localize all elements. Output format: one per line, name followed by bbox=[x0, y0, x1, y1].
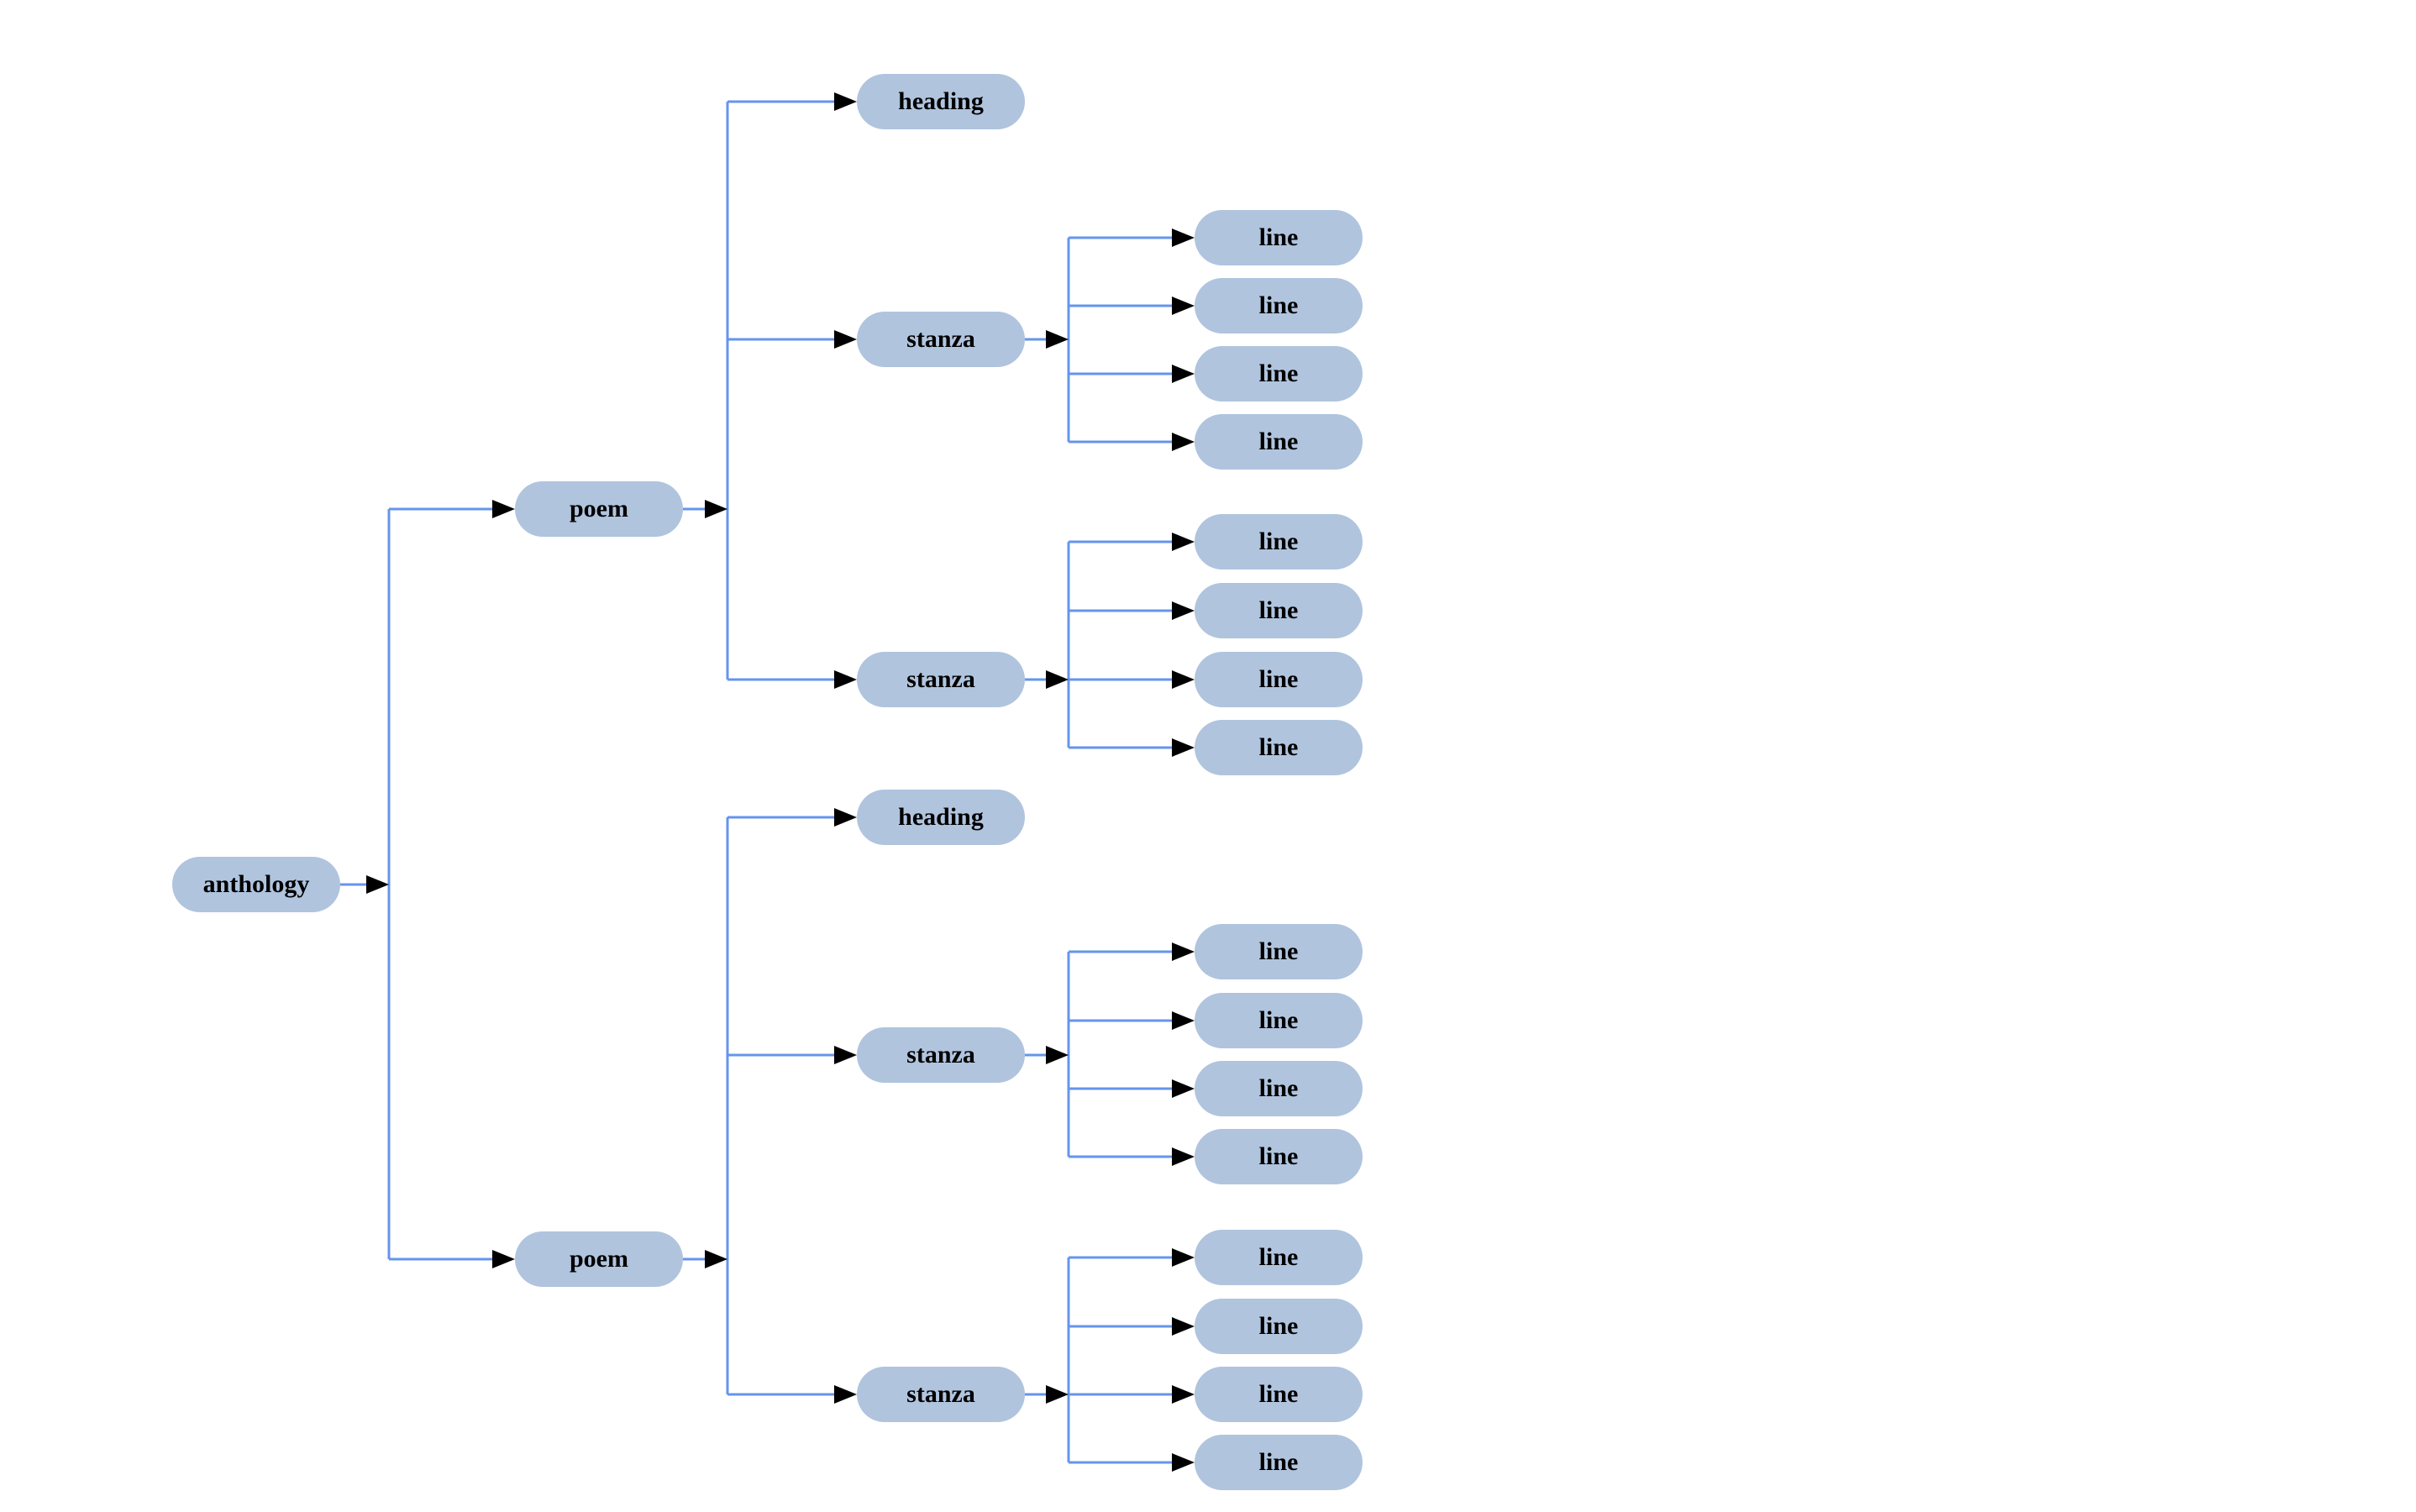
tree-node-label: line bbox=[1258, 1074, 1299, 1102]
tree-node-label: line bbox=[1258, 223, 1299, 251]
arrowhead-into-rail-stanza2 bbox=[1046, 670, 1069, 689]
arrowhead-into-rail-stanza4 bbox=[1046, 1385, 1069, 1404]
tree-node-line12: line bbox=[1195, 1129, 1363, 1184]
tree-node-label: line bbox=[1258, 291, 1299, 319]
tree-node-label: poem bbox=[570, 495, 628, 522]
tree-node-label: line bbox=[1258, 1380, 1299, 1408]
tree-node-label: line bbox=[1258, 937, 1299, 965]
tree-node-label: heading bbox=[898, 87, 984, 115]
tree-node-label: stanza bbox=[906, 1041, 975, 1068]
tree-node-label: line bbox=[1258, 1006, 1299, 1034]
tree-node-line3: line bbox=[1195, 346, 1363, 402]
tree-node-label: line bbox=[1258, 428, 1299, 455]
tree-node-label: line bbox=[1258, 665, 1299, 693]
arrowhead-into-line2 bbox=[1172, 297, 1195, 315]
arrowhead-into-line9 bbox=[1172, 942, 1195, 961]
tree-node-stanza3: stanza bbox=[857, 1027, 1025, 1083]
tree-node-label: poem bbox=[570, 1245, 628, 1273]
arrowhead-into-line6 bbox=[1172, 601, 1195, 620]
tree-node-label: line bbox=[1258, 733, 1299, 761]
arrowhead-into-stanza4 bbox=[834, 1385, 857, 1404]
arrowhead-into-line8 bbox=[1172, 738, 1195, 757]
arrowhead-into-line12 bbox=[1172, 1147, 1195, 1166]
arrowhead-into-stanza1 bbox=[834, 330, 857, 349]
tree-node-label: heading bbox=[898, 803, 984, 831]
tree-node-line13: line bbox=[1195, 1230, 1363, 1285]
tree-node-line15: line bbox=[1195, 1367, 1363, 1422]
tree-node-label: line bbox=[1258, 360, 1299, 387]
tree-node-heading1: heading bbox=[857, 74, 1025, 129]
tree-node-line1: line bbox=[1195, 210, 1363, 265]
tree-node-line5: line bbox=[1195, 514, 1363, 570]
arrowhead-into-stanza2 bbox=[834, 670, 857, 689]
arrowhead-into-rail-stanza1 bbox=[1046, 330, 1069, 349]
arrowhead-into-rail-anthology bbox=[366, 875, 389, 894]
tree-node-label: stanza bbox=[906, 325, 975, 353]
tree-node-line7: line bbox=[1195, 652, 1363, 707]
arrowhead-into-line11 bbox=[1172, 1079, 1195, 1098]
arrowhead-into-line4 bbox=[1172, 433, 1195, 451]
arrowhead-into-line5 bbox=[1172, 533, 1195, 551]
arrowhead-into-poem1 bbox=[492, 500, 515, 518]
tree-node-label: line bbox=[1258, 528, 1299, 555]
tree-node-label: line bbox=[1258, 596, 1299, 624]
tree-node-line2: line bbox=[1195, 278, 1363, 333]
tree-node-label: line bbox=[1258, 1312, 1299, 1340]
arrowhead-into-stanza3 bbox=[834, 1046, 857, 1064]
tree-node-anthology: anthology bbox=[172, 857, 340, 912]
tree-node-line10: line bbox=[1195, 993, 1363, 1048]
tree-node-line16: line bbox=[1195, 1435, 1363, 1490]
arrowhead-into-heading2 bbox=[834, 808, 857, 827]
arrowhead-into-rail-stanza3 bbox=[1046, 1046, 1069, 1064]
arrowhead-into-poem2 bbox=[492, 1250, 515, 1268]
tree-node-line6: line bbox=[1195, 583, 1363, 638]
tree-node-line9: line bbox=[1195, 924, 1363, 979]
arrowhead-into-line10 bbox=[1172, 1011, 1195, 1030]
tree-node-line8: line bbox=[1195, 720, 1363, 775]
arrowhead-into-line13 bbox=[1172, 1248, 1195, 1267]
arrowhead-into-line14 bbox=[1172, 1317, 1195, 1336]
tree-node-poem2: poem bbox=[515, 1231, 683, 1287]
arrowhead-into-line16 bbox=[1172, 1453, 1195, 1472]
tree-node-label: line bbox=[1258, 1142, 1299, 1170]
tree-node-label: line bbox=[1258, 1448, 1299, 1476]
tree-node-label: stanza bbox=[906, 665, 975, 693]
arrowhead-into-rail-poem1 bbox=[705, 500, 727, 518]
arrowhead-into-line7 bbox=[1172, 670, 1195, 689]
tree-node-stanza4: stanza bbox=[857, 1367, 1025, 1422]
tree-node-heading2: heading bbox=[857, 790, 1025, 845]
tree-node-label: line bbox=[1258, 1243, 1299, 1271]
tree-node-line4: line bbox=[1195, 414, 1363, 470]
tree-node-stanza1: stanza bbox=[857, 312, 1025, 367]
arrowhead-into-rail-poem2 bbox=[705, 1250, 727, 1268]
tree-node-line14: line bbox=[1195, 1299, 1363, 1354]
tree-node-poem1: poem bbox=[515, 481, 683, 537]
tree-node-label: stanza bbox=[906, 1380, 975, 1408]
arrowhead-into-line1 bbox=[1172, 228, 1195, 247]
arrowhead-into-line3 bbox=[1172, 365, 1195, 383]
arrowhead-into-heading1 bbox=[834, 92, 857, 111]
tree-node-label: anthology bbox=[202, 870, 310, 898]
arrowhead-into-line15 bbox=[1172, 1385, 1195, 1404]
tree-node-stanza2: stanza bbox=[857, 652, 1025, 707]
tree-node-line11: line bbox=[1195, 1061, 1363, 1116]
